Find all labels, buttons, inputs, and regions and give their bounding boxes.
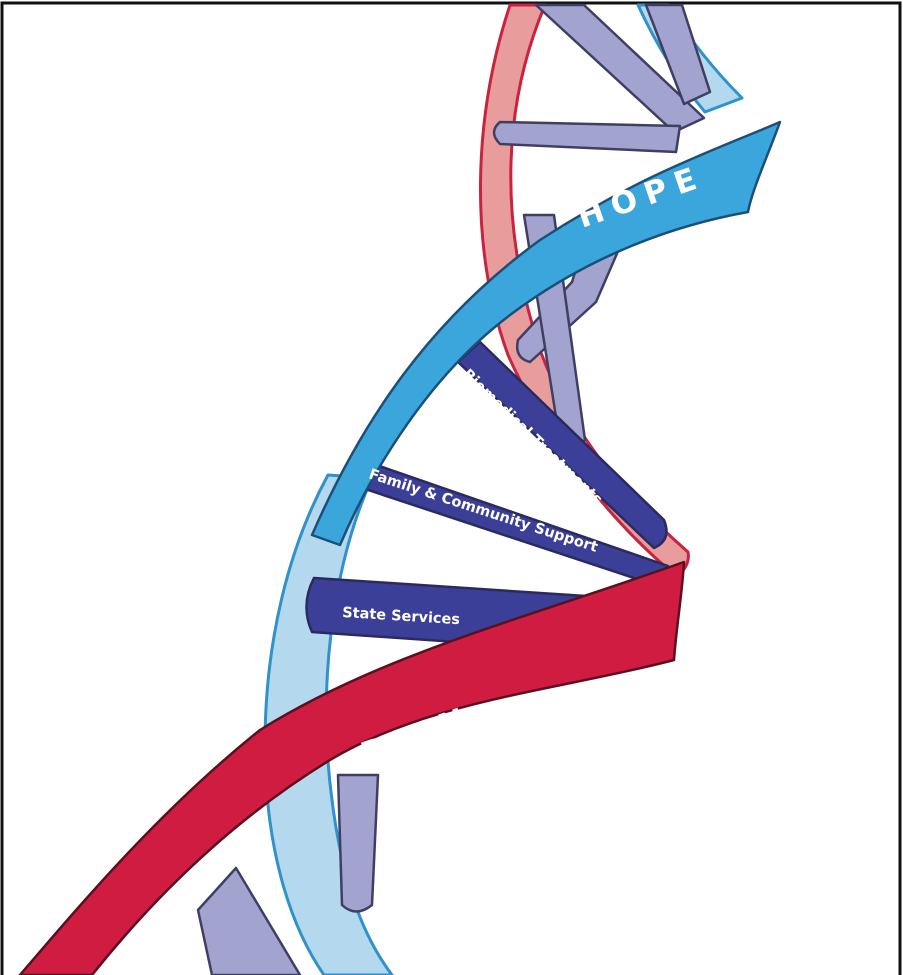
rung-bottom-vertical	[338, 775, 378, 912]
rung-upper	[494, 122, 680, 152]
family-community-support-label: Family & Community Support	[367, 467, 600, 556]
